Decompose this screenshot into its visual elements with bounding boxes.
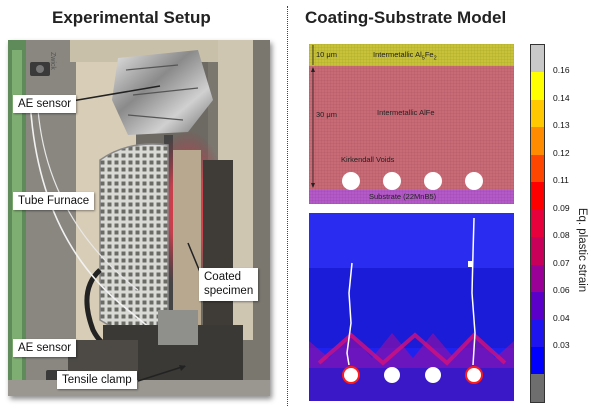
colorbar-segment	[531, 127, 544, 155]
colorbar-segment	[531, 346, 544, 375]
thickness-30um-label: 30 μm	[316, 110, 337, 119]
experimental-setup-photo: Zwick	[8, 40, 270, 396]
colorbar-segment	[531, 209, 544, 238]
setup-photo-illustration	[8, 40, 270, 396]
colorbar-segment	[531, 319, 544, 347]
thickness-10um-label: 10 μm	[316, 50, 337, 59]
colorbar-segment	[531, 99, 544, 128]
substrate-label: Substrate (22MnB5)	[369, 192, 437, 201]
strain-contour-plot	[309, 213, 514, 401]
tensile-clamp-label: Tensile clamp	[57, 371, 137, 390]
experimental-setup-title: Experimental Setup	[52, 8, 211, 27]
colorbar-tick-label: 0.03	[553, 340, 570, 351]
colorbar-tick-label: 0.07	[553, 257, 570, 268]
colorbar-tick-label: 0.12	[553, 147, 570, 158]
coating-substrate-model-title: Coating-Substrate Model	[305, 8, 507, 27]
plastic-strain-contour	[309, 213, 514, 401]
panel-divider	[287, 6, 288, 406]
strain-colorbar	[530, 44, 545, 403]
coating-layers-mesh	[309, 44, 514, 204]
colorbar-tick-label: 0.04	[553, 312, 570, 323]
colorbar-tick-label: 0.11	[553, 175, 569, 186]
coated-specimen-label: Coated specimen	[199, 268, 259, 301]
colorbar-segment	[531, 45, 544, 73]
colorbar-segment	[531, 154, 544, 183]
colorbar-segment	[531, 182, 544, 210]
colorbar-segment	[531, 237, 544, 265]
colorbar-axis-label: Eq. plastic strain	[576, 207, 588, 293]
coated-specimen-line1: Coated	[204, 271, 242, 283]
intermetallic-al5fe2-label: Intermetallic Al5Fe2	[373, 50, 437, 62]
colorbar-segment	[531, 292, 544, 320]
colorbar-tick-label: 0.06	[553, 285, 570, 296]
colorbar-tick-label: 0.14	[553, 92, 570, 103]
colorbar-tick-label: 0.09	[553, 202, 570, 213]
ae-sensor-top-label: AE sensor	[13, 95, 77, 114]
colorbar-tick-label: 0.08	[553, 230, 570, 241]
colorbar-segment	[531, 264, 544, 293]
colorbar-tick-label: 0.16	[553, 65, 570, 76]
coated-specimen-line2: specimen	[204, 285, 254, 298]
colorbar-segment	[531, 374, 544, 402]
coating-layers-model: 10 μm Intermetallic Al5Fe2 30 μm Interme…	[309, 44, 514, 204]
colorbar-tick-label: 0.13	[553, 120, 570, 131]
kirkendall-voids-label: Kirkendall Voids	[341, 155, 395, 164]
tube-furnace-label: Tube Furnace	[13, 192, 95, 211]
intermetallic-alfe-label: Intermetallic AlFe	[377, 108, 435, 117]
ae-sensor-bottom-label: AE sensor	[13, 339, 77, 358]
colorbar-segment	[531, 72, 544, 100]
